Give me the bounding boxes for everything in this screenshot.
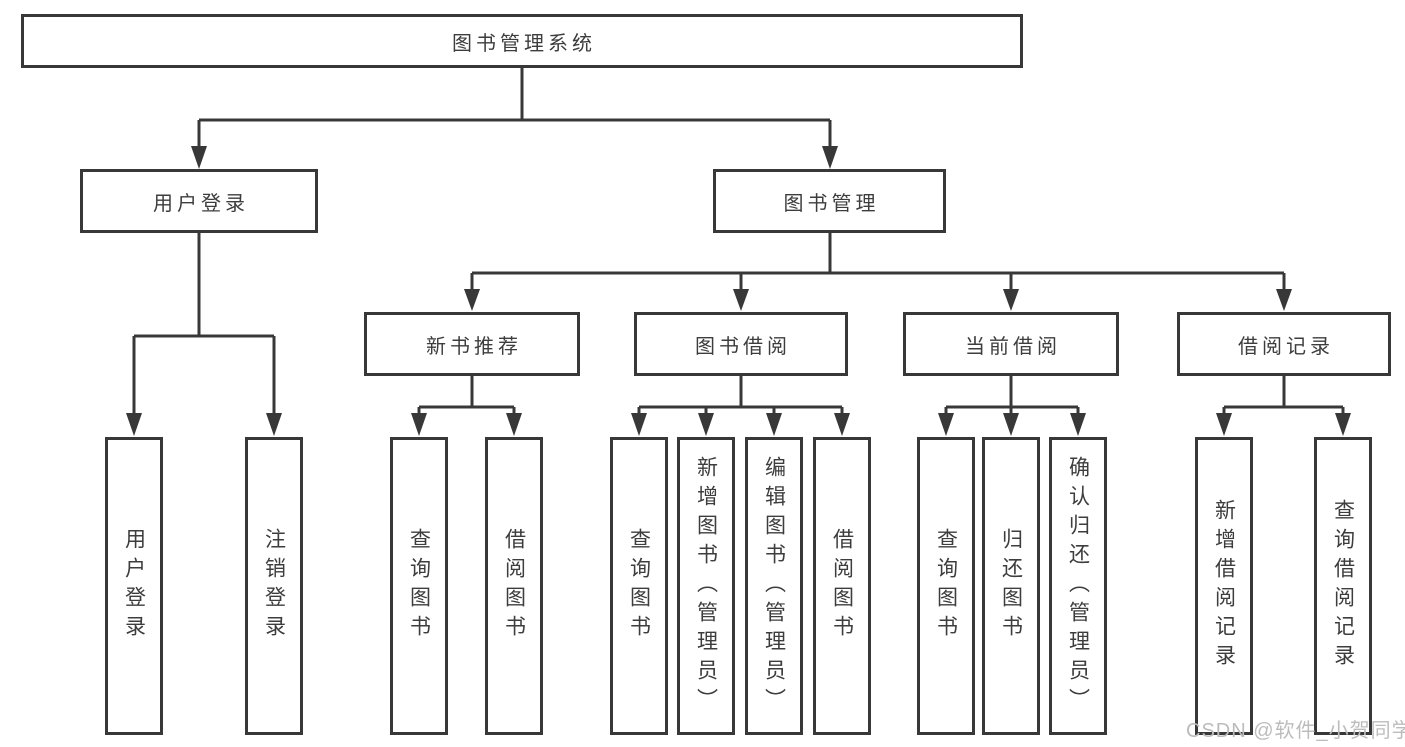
node-label: 确认归还（管理员） bbox=[1066, 455, 1090, 717]
leaf-cb-query-books: 查询图书 bbox=[917, 437, 975, 735]
leaf-rec-query-borrow-record: 查询借阅记录 bbox=[1314, 437, 1372, 735]
leaf-logout: 注销登录 bbox=[245, 437, 303, 735]
node-label: 查询图书 bbox=[627, 528, 651, 644]
node-label: 查询图书 bbox=[934, 528, 958, 644]
node-new-book-recommend: 新书推荐 bbox=[364, 312, 580, 376]
node-label: 当前借阅 bbox=[965, 335, 1061, 358]
node-label: 图书管理 bbox=[783, 192, 880, 215]
node-label: 归还图书 bbox=[999, 528, 1023, 644]
csdn-watermark: CSDN @软件_小贺同学 bbox=[1186, 720, 1405, 742]
node-label: 查询图书 bbox=[407, 528, 431, 644]
node-label: 用户登录 bbox=[122, 528, 146, 644]
leaf-nbr-borrow-books: 借阅图书 bbox=[485, 437, 543, 735]
leaf-cb-confirm-return-admin: 确认归还（管理员） bbox=[1049, 437, 1107, 735]
node-label: 借阅图书 bbox=[502, 528, 526, 644]
node-label: 图书管理系统 bbox=[452, 32, 596, 55]
leaf-user-login: 用户登录 bbox=[105, 437, 163, 735]
node-current-borrowing: 当前借阅 bbox=[903, 312, 1119, 376]
leaf-rec-add-borrow-record: 新增借阅记录 bbox=[1195, 437, 1253, 735]
node-label: 编辑图书（管理员） bbox=[762, 455, 786, 717]
leaf-bb-edit-books-admin: 编辑图书（管理员） bbox=[745, 437, 803, 735]
arrowhead-icons bbox=[126, 146, 1351, 436]
node-label: 新书推荐 bbox=[426, 335, 522, 358]
node-label: 借阅图书 bbox=[830, 528, 854, 644]
node-label: 注销登录 bbox=[262, 528, 286, 644]
leaf-bb-borrow-books: 借阅图书 bbox=[813, 437, 871, 735]
leaf-bb-add-books-admin: 新增图书（管理员） bbox=[677, 437, 735, 735]
leaf-cb-return-books: 归还图书 bbox=[982, 437, 1040, 735]
leaf-bb-query-books: 查询图书 bbox=[610, 437, 668, 735]
node-label: 新增图书（管理员） bbox=[694, 455, 718, 717]
node-label: 查询借阅记录 bbox=[1331, 499, 1355, 673]
node-label: 用户登录 bbox=[153, 192, 249, 215]
node-user-login-branch: 用户登录 bbox=[80, 169, 318, 233]
node-library-management-system: 图书管理系统 bbox=[21, 14, 1023, 68]
node-label: 借阅记录 bbox=[1238, 335, 1334, 358]
node-book-management: 图书管理 bbox=[713, 169, 946, 233]
node-book-borrowing: 图书借阅 bbox=[634, 312, 848, 376]
node-label: 新增借阅记录 bbox=[1212, 499, 1236, 673]
node-label: 图书借阅 bbox=[695, 335, 791, 358]
node-borrow-records: 借阅记录 bbox=[1177, 312, 1391, 376]
leaf-nbr-query-books: 查询图书 bbox=[390, 437, 448, 735]
